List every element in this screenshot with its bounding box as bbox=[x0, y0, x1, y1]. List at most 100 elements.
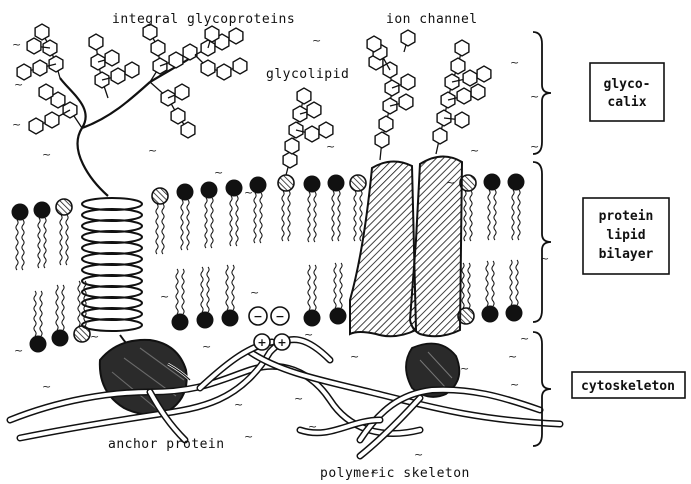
lipid-molecule bbox=[304, 176, 321, 243]
glycocalix-label-line2: calix bbox=[607, 95, 646, 110]
water-mark: ~ bbox=[470, 144, 479, 157]
sugar-hexagon-icon bbox=[205, 26, 219, 42]
svg-text:+: + bbox=[257, 336, 266, 349]
sugar-hexagon-icon bbox=[233, 58, 247, 74]
striped-lipid-head-icon bbox=[278, 175, 294, 241]
lipid-molecule bbox=[328, 175, 345, 242]
water-mark: ~ bbox=[294, 392, 303, 405]
water-mark: ~ bbox=[160, 290, 169, 303]
sugar-hexagon-icon bbox=[171, 108, 185, 124]
water-mark: ~ bbox=[90, 330, 99, 343]
sugar-hexagon-icon bbox=[305, 126, 319, 142]
lipid-molecule bbox=[12, 204, 29, 271]
right-curly-brace-icon bbox=[533, 162, 551, 322]
sugar-hexagon-icon bbox=[307, 102, 321, 118]
striped-lipid-head-icon bbox=[56, 199, 72, 265]
water-mark: ~ bbox=[510, 56, 519, 69]
water-mark: ~ bbox=[530, 140, 539, 153]
cytoskeleton-box: cytoskeleton bbox=[572, 372, 685, 398]
lipid-molecule bbox=[482, 261, 499, 323]
lipid-molecule bbox=[250, 177, 267, 244]
sugar-hexagon-icon bbox=[89, 34, 103, 50]
sugar-hexagon-icon bbox=[471, 84, 485, 100]
water-mark: ~ bbox=[12, 118, 21, 131]
integral-glycoprotein-helix bbox=[82, 198, 142, 331]
sugar-hexagon-icon bbox=[455, 112, 469, 128]
water-mark: ~ bbox=[244, 430, 253, 443]
lipid-molecule bbox=[330, 263, 347, 325]
water-mark: ~ bbox=[414, 448, 423, 461]
cytoskeleton-label: cytoskeleton bbox=[581, 379, 675, 394]
sugar-hexagon-icon bbox=[169, 52, 183, 68]
bilayer-label-line3: bilayer bbox=[599, 247, 654, 262]
sugar-hexagon-icon bbox=[29, 118, 43, 134]
sugar-hexagon-icon bbox=[399, 94, 413, 110]
sugar-hexagon-icon bbox=[181, 122, 195, 138]
lipid-molecule bbox=[197, 267, 214, 329]
bilayer-label-line1: protein bbox=[599, 209, 654, 224]
sugar-hexagon-icon bbox=[457, 88, 471, 104]
charge-minus-1: − bbox=[249, 307, 267, 325]
sugar-hexagon-icon bbox=[379, 116, 393, 132]
sugar-hexagon-icon bbox=[201, 60, 215, 76]
sugar-hexagon-icon bbox=[45, 112, 59, 128]
sugar-hexagon-icon bbox=[175, 84, 189, 100]
water-mark: ~ bbox=[148, 144, 157, 157]
sugar-hexagon-icon bbox=[319, 122, 333, 138]
water-mark: ~ bbox=[510, 378, 519, 391]
svg-text:−: − bbox=[253, 310, 262, 323]
charge-plus-1: + bbox=[254, 334, 270, 350]
sugar-chains bbox=[17, 24, 491, 175]
water-mark: ~ bbox=[326, 140, 335, 153]
sugar-hexagon-icon bbox=[125, 62, 139, 78]
anchor-protein-shape bbox=[100, 340, 190, 415]
sugar-hexagon-icon bbox=[367, 36, 381, 52]
sugar-hexagon-icon bbox=[39, 84, 53, 100]
lipid-molecule bbox=[484, 174, 501, 241]
label-ion-channel: ion channel bbox=[386, 12, 478, 27]
water-mark: ~ bbox=[14, 344, 23, 357]
glycocalix-label-line1: glyco- bbox=[604, 77, 651, 92]
sugar-hexagon-icon bbox=[455, 40, 469, 56]
lipid-molecule bbox=[172, 269, 189, 331]
ion-channel-right-subunit bbox=[410, 156, 462, 336]
sugar-hexagon-icon bbox=[297, 88, 311, 104]
sugar-hexagon-icon bbox=[111, 68, 125, 84]
lipid-molecule bbox=[304, 265, 321, 327]
lipid-molecule bbox=[34, 202, 51, 269]
label-integral-glycoproteins: integral glycoproteins bbox=[112, 12, 295, 27]
sugar-hexagon-icon bbox=[17, 64, 31, 80]
lipid-molecule bbox=[177, 184, 194, 251]
sugar-hexagon-icon bbox=[27, 38, 41, 54]
water-mark: ~ bbox=[14, 78, 23, 91]
lipid-molecule bbox=[506, 260, 523, 322]
water-mark: ~ bbox=[234, 398, 243, 411]
water-mark: ~ bbox=[508, 350, 517, 363]
water-mark: ~ bbox=[42, 380, 51, 393]
charge-minus-2: − bbox=[271, 307, 289, 325]
sugar-hexagon-icon bbox=[375, 132, 389, 148]
water-mark: ~ bbox=[350, 350, 359, 363]
sugar-hexagon-icon bbox=[151, 40, 165, 56]
svg-text:+: + bbox=[277, 336, 286, 349]
sugar-hexagon-icon bbox=[401, 30, 415, 46]
striped-lipid-head-icon bbox=[152, 188, 168, 254]
water-mark: ~ bbox=[312, 34, 321, 47]
sugar-hexagon-icon bbox=[33, 60, 47, 76]
polymeric-skeleton-filaments bbox=[10, 340, 560, 456]
sugar-hexagon-icon bbox=[451, 58, 465, 74]
lipid-molecule bbox=[52, 285, 69, 347]
bilayer-label-line2: lipid bbox=[606, 228, 645, 243]
sugar-hexagon-icon bbox=[433, 128, 447, 144]
lipid-molecule bbox=[226, 180, 243, 247]
water-mark: ~ bbox=[250, 286, 259, 299]
sugar-hexagon-icon bbox=[217, 64, 231, 80]
label-anchor-protein: anchor protein bbox=[108, 437, 225, 452]
label-glycolipid: glycolipid bbox=[266, 67, 349, 82]
sugar-hexagon-icon bbox=[463, 70, 477, 86]
water-mark: ~ bbox=[12, 38, 21, 51]
water-mark: ~ bbox=[202, 340, 211, 353]
water-mark: ~ bbox=[42, 148, 51, 161]
water-mark: ~ bbox=[214, 166, 223, 179]
